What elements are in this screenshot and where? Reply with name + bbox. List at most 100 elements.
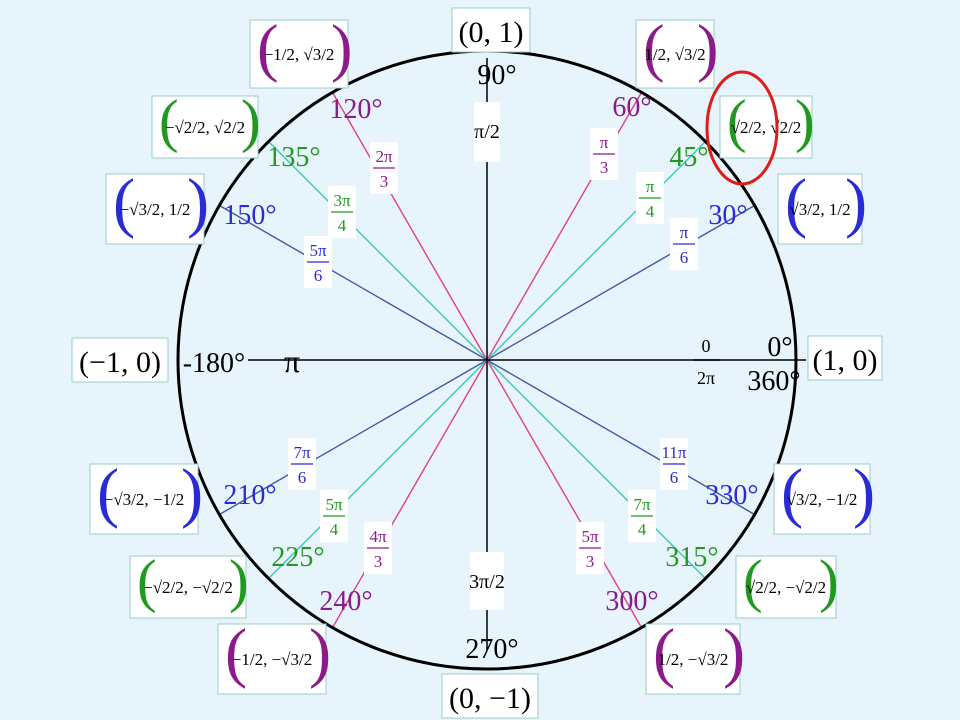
- rad-num-300: 5π: [581, 527, 599, 546]
- coord-box-150: [105, 173, 205, 245]
- angle-label-300: 300° 5π 3 ()1/2, −√3/2: [576, 522, 745, 695]
- angle-label-240: 240°4π3()−1/2, −√3/2: [217, 522, 392, 695]
- coord-box-30: [777, 173, 863, 245]
- rad-den-135: 4: [338, 216, 347, 235]
- angle-label-210: 210°7π6()−√3/2, −1/2: [89, 438, 316, 535]
- coord-box-240: [217, 623, 327, 695]
- deg-label-60: 60°: [612, 92, 651, 123]
- deg-label-330: 330°: [705, 480, 758, 511]
- angle-label-135: 135°3π4()−√2/2, √2/2: [151, 89, 356, 238]
- rad-den-330: 6: [670, 468, 679, 487]
- deg-label-300: 300°: [605, 586, 658, 617]
- rad-num-225: 5π: [325, 495, 343, 514]
- coord-paren-right-225: ): [229, 549, 249, 614]
- ray-210: [219, 359, 488, 516]
- rad-num-315: 7π: [633, 495, 651, 514]
- ray-330: [486, 359, 755, 516]
- rad-den-60: 3: [600, 158, 609, 177]
- coord-paren-right-315: ): [819, 549, 839, 614]
- axis-label-left: (−1, 0) -180° π: [71, 337, 300, 383]
- rad-num-60: π: [600, 133, 609, 152]
- coord-paren-right-240: ): [309, 616, 331, 689]
- rad-den-150: 6: [314, 266, 323, 285]
- label-deg-180: -180°: [183, 348, 246, 379]
- coord-paren-left-150: (: [113, 166, 135, 239]
- ray-135: [268, 141, 488, 361]
- coord-paren-right-30: ): [845, 166, 867, 239]
- ray-150: [219, 204, 488, 361]
- coord-value-45: √2/2, √2/2: [731, 118, 802, 137]
- coord-paren-left-135: (: [159, 89, 179, 154]
- coord-paren-right-300: ): [723, 616, 745, 689]
- coord-box-120: [249, 19, 349, 89]
- rad-num-120: 2π: [375, 147, 393, 166]
- coord-box-m1-0: [71, 337, 169, 383]
- rad-box-3pi-2: [470, 552, 504, 610]
- label-rad-0: 0: [702, 336, 711, 356]
- coord-box-330: [773, 463, 871, 535]
- coord-box-210: [89, 463, 199, 535]
- deg-label-225: 225°: [271, 542, 324, 573]
- coord-paren-right-330: ): [853, 456, 875, 529]
- coord-paren-right-210: ): [181, 456, 203, 529]
- rad-num-135: 3π: [333, 191, 351, 210]
- angle-label-120: 120°2π3()−1/2, √3/2: [249, 11, 398, 194]
- deg-label-150: 150°: [223, 200, 276, 231]
- ray-30: [486, 204, 755, 361]
- highlight-circle-45: [705, 70, 779, 186]
- angle-label-60: 60°π3()1/2, √3/2: [590, 11, 719, 180]
- coord-value-135: −√2/2, √2/2: [165, 118, 245, 137]
- coord-paren-left-120: (: [257, 11, 279, 83]
- coord-value-225: −√2/2, −√2/2: [143, 578, 233, 597]
- coord-value-330: √3/2, −1/2: [787, 490, 858, 509]
- label-deg-360: 360°: [747, 366, 800, 397]
- coord-box-225: [129, 555, 247, 619]
- coord-paren-right-60: ): [697, 11, 719, 83]
- coord-paren-left-240: (: [225, 616, 247, 689]
- rad-den-300: 3: [586, 552, 595, 571]
- coord-paren-left-210: (: [97, 456, 119, 529]
- rad-num-240: 4π: [369, 527, 387, 546]
- coord-value-300: 1/2, −√3/2: [658, 650, 729, 669]
- label-deg-0: 0°: [767, 332, 792, 363]
- coord-value-60: 1/2, √3/2: [644, 45, 705, 64]
- deg-label-240: 240°: [319, 586, 372, 617]
- ray-120: [331, 92, 488, 361]
- coord-box-45: [719, 95, 813, 159]
- deg-label-315: 315°: [665, 542, 718, 573]
- axis-label-top: (0, 1) 90° π/2: [451, 7, 531, 162]
- rad-num-150: 5π: [309, 241, 327, 260]
- coord-value-315: √2/2, −√2/2: [746, 578, 826, 597]
- coord-paren-left-225: (: [137, 549, 157, 614]
- angle-rays: [219, 92, 755, 628]
- label-deg-90: 90°: [477, 60, 516, 91]
- rad-num-330: 11π: [662, 443, 687, 462]
- label-rad-3pi-over-2: 3π/2: [469, 571, 505, 593]
- coord-box-0-1: [451, 7, 531, 53]
- coord-paren-left-45: (: [727, 89, 747, 154]
- coord-value-150: −√3/2, 1/2: [120, 200, 191, 219]
- coord-value-120: −1/2, √3/2: [264, 45, 335, 64]
- rad-den-120: 3: [380, 172, 389, 191]
- rad-den-30: 6: [680, 248, 689, 267]
- coord-paren-right-45: ): [795, 89, 815, 154]
- rad-box-pi-2: [474, 102, 500, 162]
- angle-label-30: 30°π6()√3/2, 1/2: [670, 166, 867, 270]
- coord-paren-right-120: ): [331, 11, 353, 83]
- ray-300: [486, 359, 643, 628]
- coord-paren-left-300: (: [653, 616, 675, 689]
- rad-den-210: 6: [298, 468, 307, 487]
- coord-box-60: [635, 19, 715, 89]
- angle-label-45: 45°π4()√2/2, √2/2: [636, 89, 815, 224]
- deg-label-210: 210°: [223, 480, 276, 511]
- axis-label-bottom: 3π/2 270° (0, −1): [441, 552, 539, 719]
- rad-num-210: 7π: [293, 443, 311, 462]
- coord-box-300: [645, 623, 741, 695]
- label-rad-2pi: 2π: [697, 368, 715, 388]
- coord-box-1-0: [807, 335, 883, 381]
- coord-box-315: [735, 555, 837, 619]
- ray-45: [486, 141, 706, 361]
- coord-value-240: −1/2, −√3/2: [232, 650, 312, 669]
